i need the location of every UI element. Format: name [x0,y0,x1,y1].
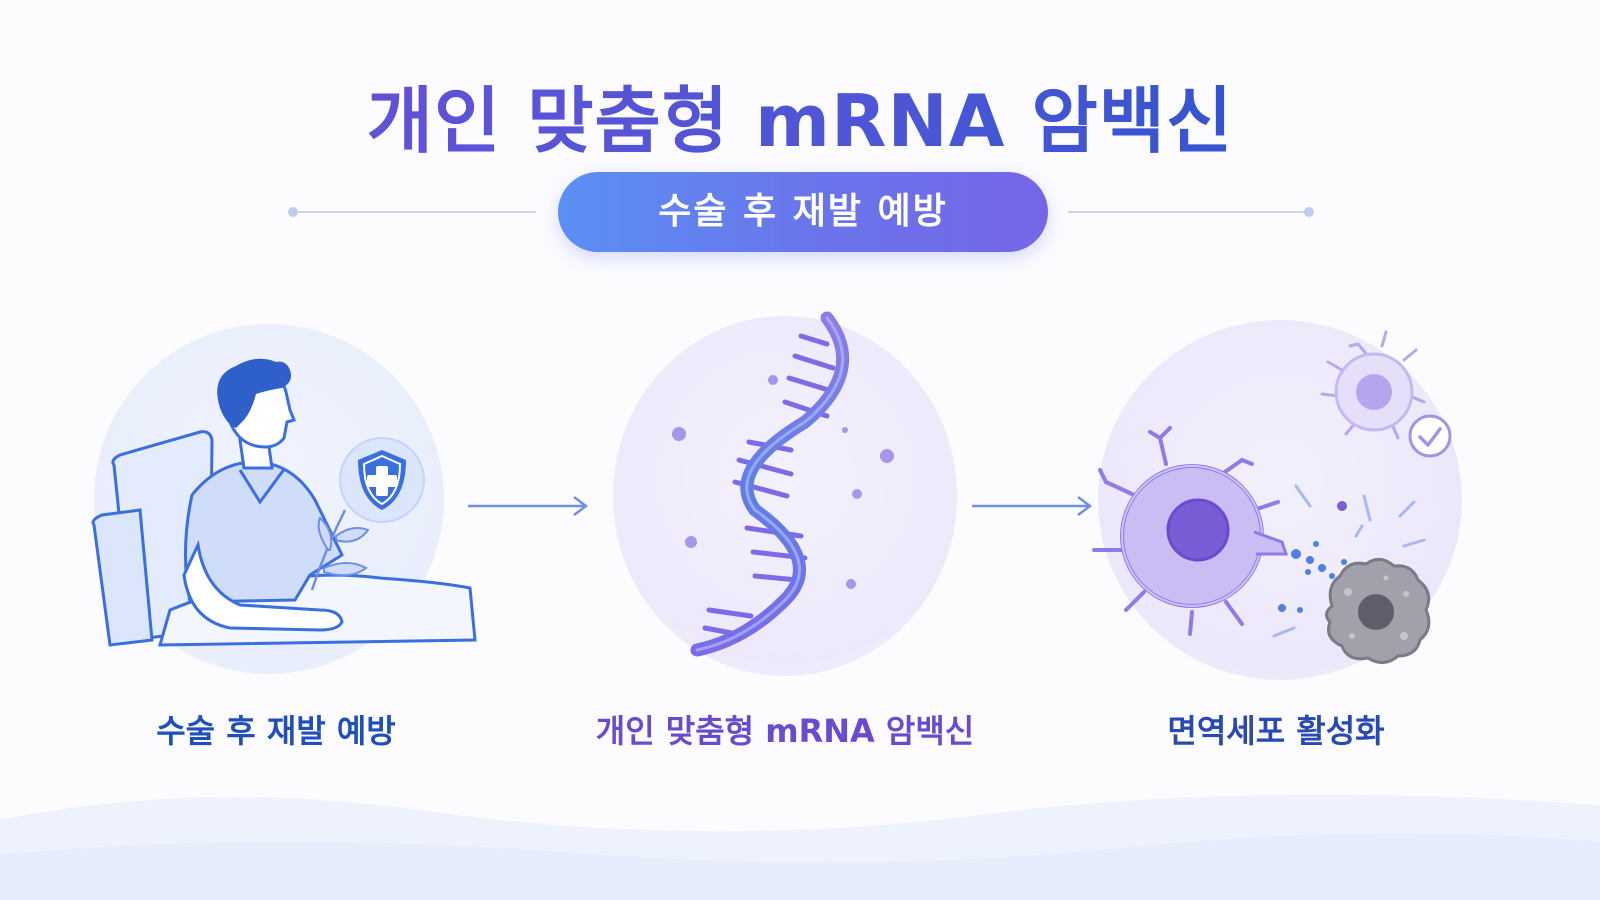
step-2-illustration [605,310,965,680]
subtitle-row: 수술 후 재발 예방 [0,172,1600,252]
step-3-illustration [1086,310,1486,680]
decorative-wave [0,794,1600,900]
arrow-right-icon [972,496,1093,516]
subtitle-badge: 수술 후 재발 예방 [558,172,1048,252]
mrna-strand-icon [672,311,894,657]
step-3-label: 면역세포 활성화 [1167,712,1385,750]
step-2-label: 개인 맞춤형 mRNA 암백신 [595,712,975,750]
decorative-dot [1304,207,1314,217]
page-title: 개인 맞춤형 mRNA 암백신 [0,62,1600,167]
decorative-line [296,211,536,213]
step-1-label: 수술 후 재발 예방 [156,712,396,750]
immune-cell-attack-icon [1092,330,1452,664]
step-1-illustration [80,310,500,680]
decorative-dot [288,207,298,217]
arrow-right-icon [468,496,589,516]
patient-in-bed-icon [91,358,477,647]
decorative-line [1068,211,1308,213]
